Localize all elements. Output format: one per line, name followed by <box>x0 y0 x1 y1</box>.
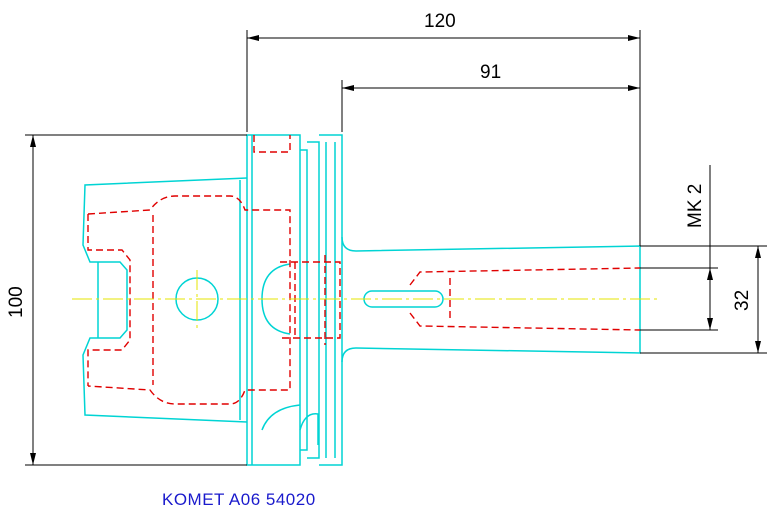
holder-outline <box>82 134 641 466</box>
dimension-taper: MK 2 <box>685 184 706 228</box>
dimension-shank-length: 91 <box>480 62 501 83</box>
dimension-shank-diameter: 32 <box>732 290 753 311</box>
drawing-caption: KOMET A06 54020 <box>162 490 316 509</box>
dimension-overall-length: 120 <box>424 11 456 32</box>
dimension-flange-height: 100 <box>6 286 27 318</box>
hidden-lines <box>87 135 641 405</box>
center-lines <box>72 270 660 328</box>
dimension-lines <box>25 30 767 466</box>
dimension-arrows <box>30 35 761 465</box>
